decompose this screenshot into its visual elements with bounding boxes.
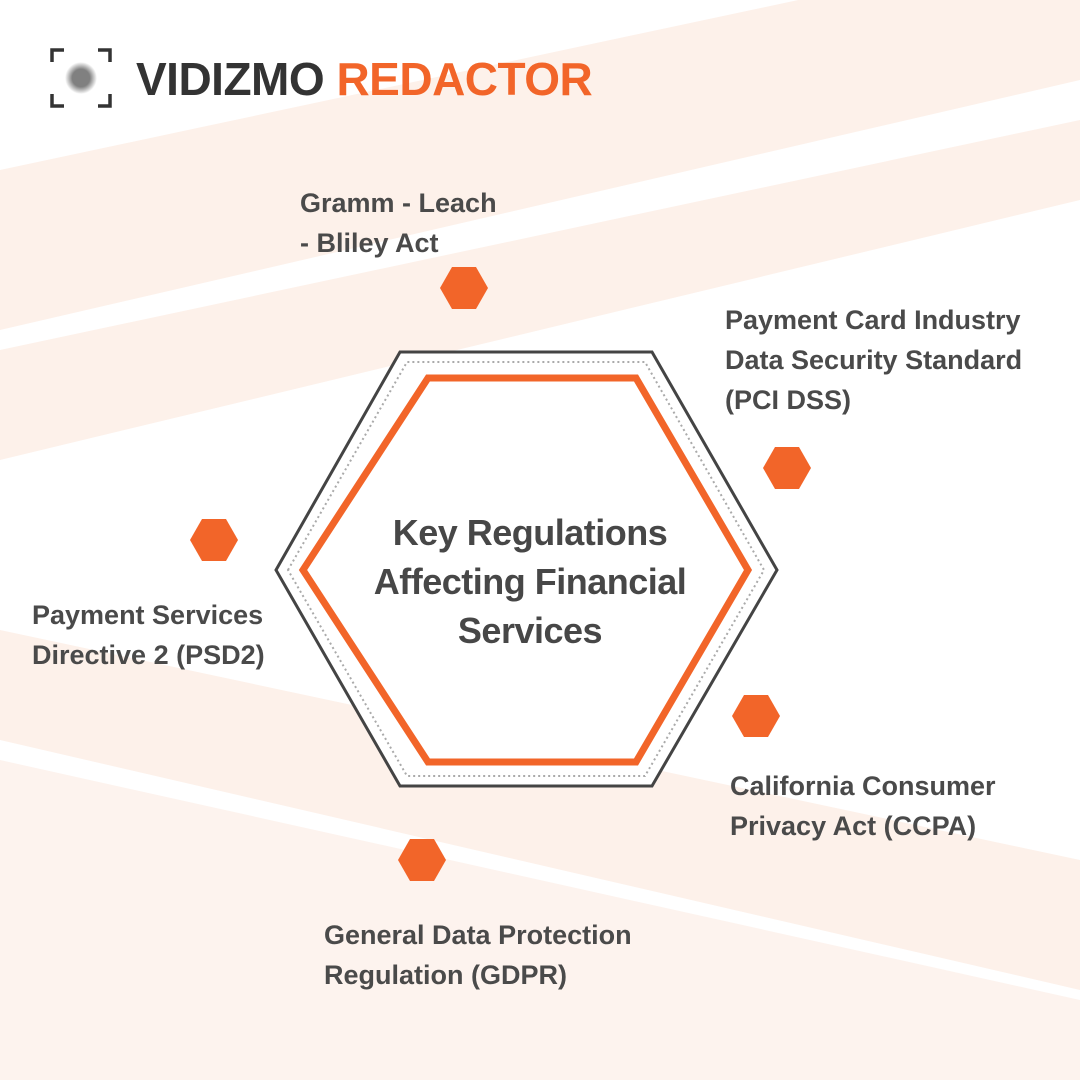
regulation-glba: Gramm - Leach - Bliley Act <box>300 188 497 258</box>
brand-title: VIDIZMO REDACTOR <box>136 52 593 106</box>
regulation-gdpr: General Data Protection Regulation (GDPR… <box>324 920 632 990</box>
diagram-title: Key Regulations Affecting Financial Serv… <box>373 512 687 651</box>
orange-hexagon <box>298 374 753 766</box>
background-stripe <box>0 0 1080 330</box>
logo-icon <box>50 48 112 108</box>
background-stripe <box>0 630 1080 990</box>
hexagon-bullet-icon <box>440 267 488 309</box>
hexagon-bullet-icon <box>398 839 446 881</box>
regulation-psd2: Payment Services Directive 2 (PSD2) <box>32 600 265 670</box>
hexagon-bullet-icon <box>732 695 780 737</box>
regulation-ccpa: California Consumer Privacy Act (CCPA) <box>730 771 996 841</box>
hexagon-bullet-icon <box>763 447 811 489</box>
background-stripe <box>0 120 1080 460</box>
brand-name-vidizmo: VIDIZMO <box>136 53 325 105</box>
hexagon-bullet-icon <box>190 519 238 561</box>
regulation-pci-dss: Payment Card Industry Data Security Stan… <box>725 305 1023 415</box>
brand-name-redactor: REDACTOR <box>336 53 593 105</box>
background-stripe <box>0 760 1080 1080</box>
